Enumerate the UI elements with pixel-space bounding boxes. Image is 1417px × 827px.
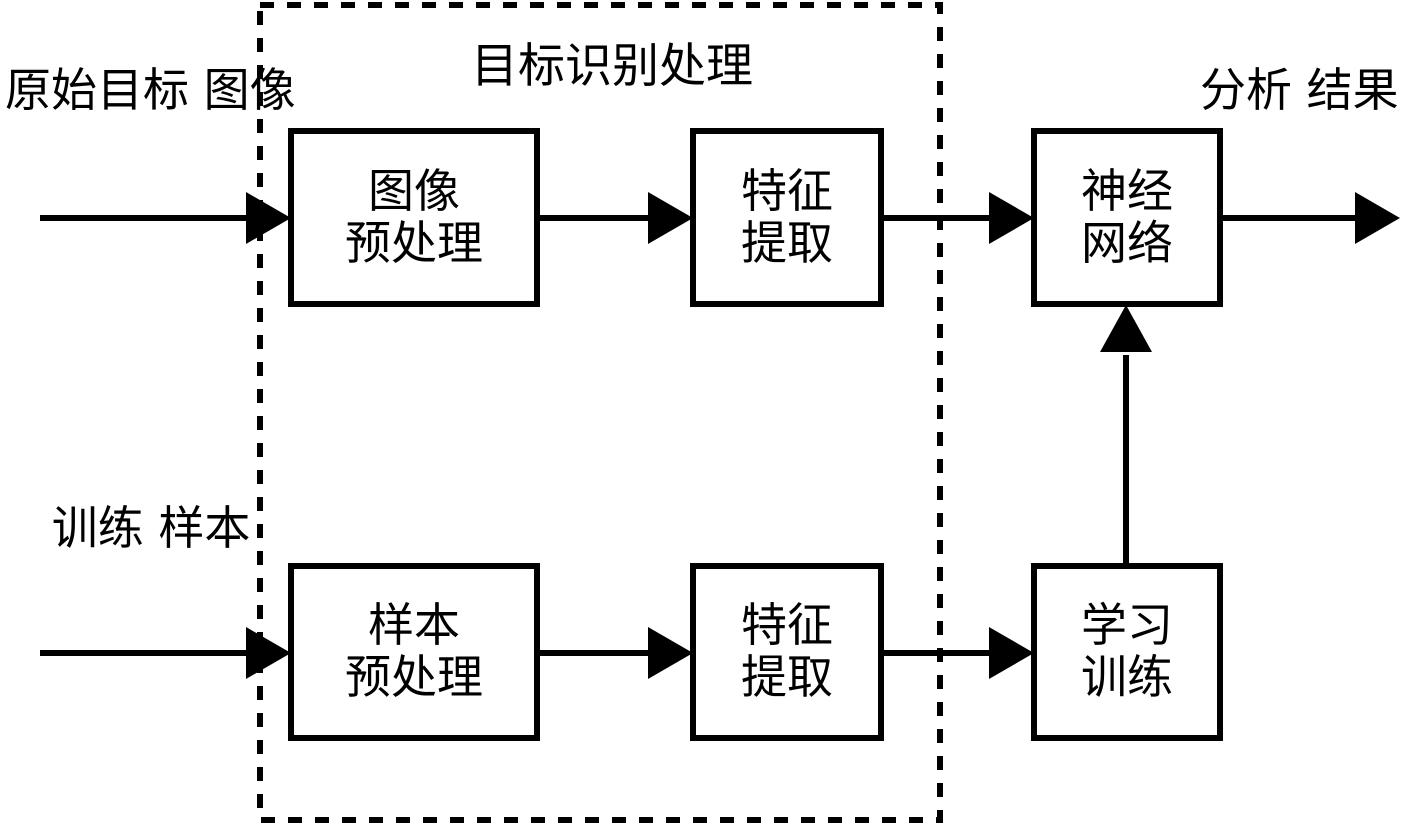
raw-target-image-input-line1: 原始目标 [5,63,189,117]
arrow-neural-network-to-output [1220,192,1400,244]
feature-extract-bottom-box[interactable] [690,563,884,741]
arrow-learning-training-to-neural-network [1100,305,1152,566]
feature-extract-bottom-line2: 提取 [741,650,833,704]
recognition-group-dashed-boundary [257,2,943,823]
arrow-sample-preprocess-to-feature-extract-bottom [537,627,693,679]
sample-preprocess-box[interactable] [288,563,540,741]
learning-training-line1: 学习 [1081,598,1173,653]
sample-preprocess-line2: 预处理 [345,650,483,704]
arrow-feature-extract-top-to-neural-network [881,192,1034,244]
learning-training-label[interactable]: 学习 训练 [1034,566,1220,738]
image-preprocess-line1: 图像 [368,163,460,218]
arrow-input-to-image-preprocess [40,192,291,244]
raw-target-image-input-line2: 图像 [203,63,296,117]
raw-target-image-input-label: 原始目标 图像 [5,63,296,117]
analysis-result-output-line2: 结果 [1306,63,1399,117]
training-sample-input-line2: 样本 [158,501,251,555]
arrow-image-preprocess-to-feature-extract-top [537,192,693,244]
feature-extract-top-label[interactable]: 特征 提取 [693,131,881,304]
training-sample-input-line1: 训练 [51,501,144,555]
analysis-result-output-line1: 分析 [1200,63,1292,117]
arrow-input-to-sample-preprocess [40,627,291,679]
image-preprocess-line2: 预处理 [345,215,483,270]
neural-network-line1: 神经 [1081,163,1173,218]
image-preprocess-label[interactable]: 图像 预处理 [291,131,537,304]
feature-extract-top-line1: 特征 [741,163,833,218]
neural-network-line2: 网络 [1081,215,1173,270]
sample-preprocess-label[interactable]: 样本 预处理 [291,566,537,738]
analysis-result-output-label: 分析 结果 [1200,63,1399,117]
learning-training-box[interactable] [1031,563,1223,741]
feature-extract-top-line2: 提取 [741,215,833,270]
feature-extract-bottom-label[interactable]: 特征 提取 [693,566,881,738]
image-preprocess-box[interactable] [288,128,540,307]
feature-extract-top-box[interactable] [690,128,884,307]
arrow-feature-extract-bottom-to-learning-training [881,627,1034,679]
sample-preprocess-line1: 样本 [368,598,460,653]
learning-training-line2: 训练 [1081,650,1173,704]
recognition-group-title: 目标识别处理 [471,39,753,94]
neural-network-label[interactable]: 神经 网络 [1034,131,1220,304]
training-sample-input-label: 训练 样本 [28,501,274,555]
feature-extract-bottom-line1: 特征 [741,598,833,653]
